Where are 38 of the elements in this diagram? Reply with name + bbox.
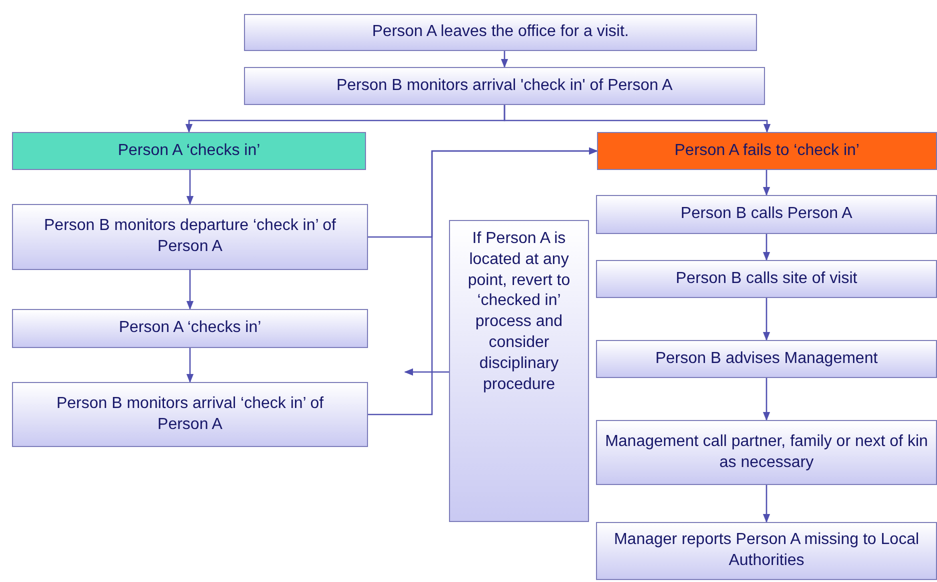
arrow	[762, 378, 770, 421]
process-box	[596, 420, 937, 485]
process-box	[596, 260, 937, 298]
process-box	[12, 382, 368, 447]
box-text: Manager reports Person A missing to Local Authorities	[612, 530, 920, 571]
process-box	[449, 220, 589, 522]
arrow	[762, 298, 770, 341]
box-text: Person B calls Person A	[680, 204, 852, 224]
box-text: Person A ‘checks in’	[118, 140, 260, 161]
process-box	[596, 522, 937, 580]
arrow	[186, 270, 194, 310]
process-box	[597, 132, 937, 170]
process-box	[12, 309, 368, 348]
arrow	[762, 485, 770, 523]
process-box	[596, 195, 937, 234]
arrow	[368, 147, 598, 416]
process-box	[12, 132, 366, 170]
box-text: Person B advises Management	[655, 348, 878, 369]
box-text: Person A leaves the office for a visit.	[372, 22, 629, 42]
box-text: Person B monitors arrival ‘check in’ of Person A	[55, 394, 325, 434]
process-box	[12, 204, 368, 270]
box-text: Person B calls site of visit	[676, 268, 858, 289]
arrow	[186, 348, 194, 383]
process-box	[244, 14, 757, 51]
arrow	[186, 170, 194, 205]
box-text: Person A fails to ‘check in’	[674, 140, 860, 161]
arrow	[500, 51, 508, 68]
box-text: If Person A is located at any point, revert to ‘checked in’ process and consider disciplinary procedure	[466, 229, 572, 395]
arrow	[504, 105, 771, 133]
arrow	[762, 234, 770, 261]
box-text: Management call partner, family or next of kin as necessary	[604, 432, 929, 472]
box-text: Person B monitors departure ‘check in’ of Person A	[43, 216, 337, 257]
arrow	[762, 170, 770, 196]
process-box	[596, 340, 937, 378]
box-text: Person A ‘checks in’	[118, 318, 262, 338]
arrow	[404, 368, 449, 376]
process-box	[244, 67, 765, 105]
box-text: Person B monitors arrival 'check in' of Person A	[336, 76, 673, 96]
